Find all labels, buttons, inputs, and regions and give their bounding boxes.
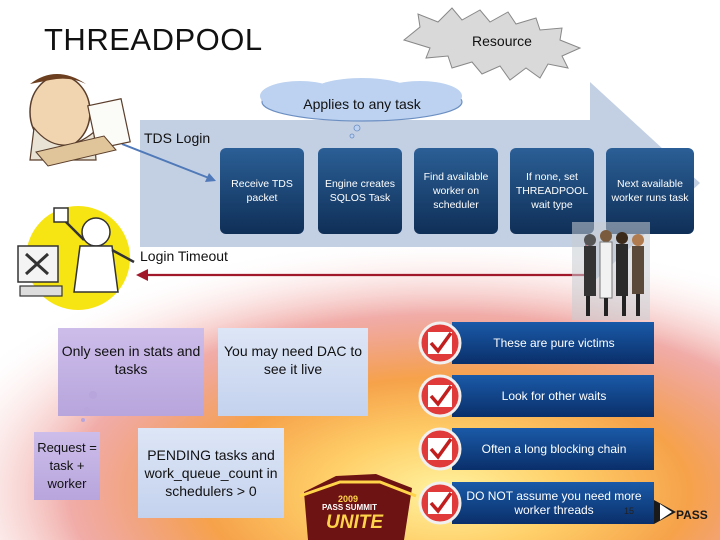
- page-title: THREADPOOL: [44, 22, 263, 57]
- pass-summit-logo: [299, 474, 417, 540]
- victim-text-4: DO NOT assume you need more worker threa…: [466, 489, 642, 517]
- login-timeout-label: Login Timeout: [140, 248, 228, 264]
- step-box-4: [510, 148, 594, 234]
- victim-box-3: [452, 428, 654, 470]
- crowd-photo-icon: [572, 222, 650, 320]
- victim-text-2: Look for other waits: [501, 389, 607, 403]
- victim-box-2: [452, 375, 654, 417]
- step-set-threadpool: If none, set THREADPOOL wait type: [515, 171, 589, 211]
- checkmark-icon: [418, 481, 462, 525]
- summit-name: PASS SUMMIT: [322, 503, 377, 512]
- man-at-desk-icon: [29, 74, 131, 167]
- note-stats-text: Only seen in stats and tasks: [61, 343, 201, 377]
- frustrated-user-icon: [17, 206, 135, 310]
- step-box-2: [318, 148, 402, 234]
- note-box-dac: [218, 328, 368, 416]
- pass-logo-icon: [654, 500, 676, 524]
- resource-starburst: [402, 7, 582, 81]
- victim-text-1: These are pure victims: [493, 336, 615, 350]
- slide-number: 15: [624, 506, 635, 516]
- pass-logo-text: PASS: [676, 508, 708, 522]
- checkmark-icon: [418, 374, 462, 418]
- applies-cloud: [260, 78, 463, 139]
- summit-word: UNITE: [326, 512, 383, 533]
- resource-label: Resource: [472, 33, 532, 49]
- note-box-pending: [138, 428, 284, 518]
- step-box-5: [606, 148, 694, 234]
- victim-box-1: [452, 322, 654, 364]
- step-find-worker: Find available worker on scheduler: [423, 171, 489, 211]
- note-dac-text: You may need DAC to see it live: [223, 343, 362, 377]
- step-box-1: [220, 148, 304, 234]
- note-box-request: [34, 432, 100, 500]
- step-receive-tds: Receive TDS packet: [231, 178, 293, 204]
- applies-label: Applies to any task: [303, 96, 421, 112]
- note-pending-text: PENDING tasks and work_queue_count in sc…: [144, 447, 278, 499]
- checkmark-icon: [418, 321, 462, 365]
- tds-login-label: TDS Login: [144, 130, 211, 146]
- victim-box-4: [452, 482, 654, 524]
- step-create-task: Engine creates SQLOS Task: [324, 178, 396, 204]
- tds-login-arrow: [121, 143, 216, 182]
- note-box-stats: [58, 328, 204, 416]
- step-next-worker: Next available worker runs task: [611, 178, 689, 204]
- victim-text-3: Often a long blocking chain: [481, 442, 627, 456]
- checkmark-icon: [418, 427, 462, 471]
- note-request-text: Request = task + worker: [37, 440, 97, 491]
- step-box-3: [414, 148, 498, 234]
- summit-year: 2009: [338, 494, 359, 504]
